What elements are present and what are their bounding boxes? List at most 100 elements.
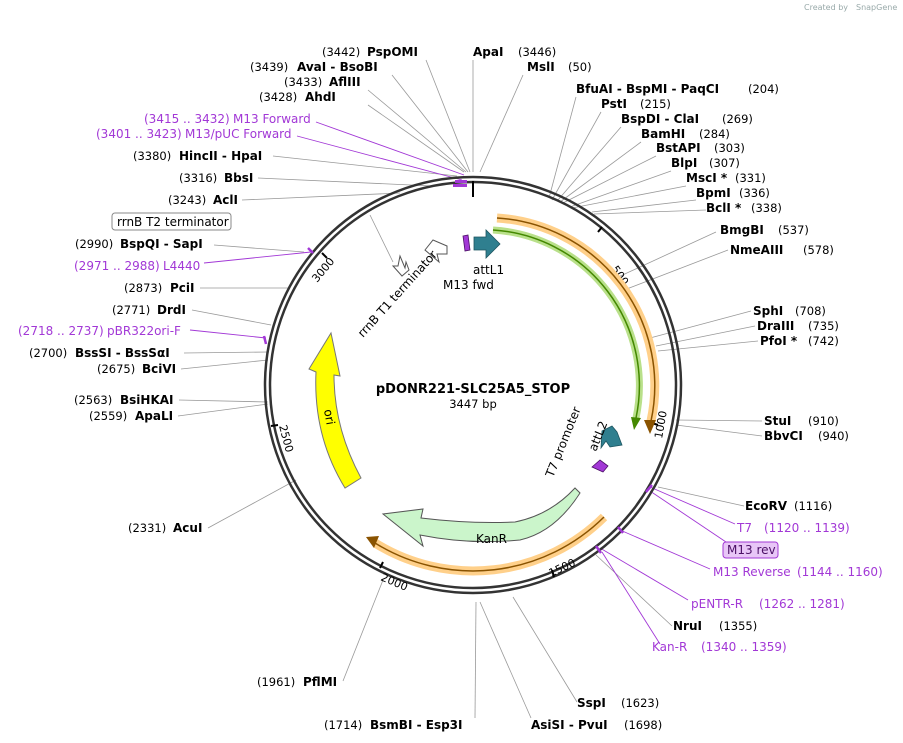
site-pos: (578)	[803, 243, 834, 257]
site-name: PflMI	[303, 675, 337, 689]
site-name: BmgBI	[720, 223, 764, 237]
primer-name: pENTR-R	[691, 597, 743, 611]
site-pos: (1698)	[624, 718, 662, 732]
site-pos: (204)	[748, 82, 779, 96]
rrnb-t2-terminator-label: rrnB T2 terminator	[117, 215, 229, 229]
site-pos: (3442)	[322, 45, 360, 59]
site-pos: (742)	[808, 334, 839, 348]
site-name: PciI	[170, 281, 195, 295]
tick-marks	[270, 226, 659, 578]
primer-range: (1144 .. 1160)	[797, 565, 883, 579]
site-name: MslI	[527, 60, 555, 74]
primer-range: (1340 .. 1359)	[701, 640, 787, 654]
site-pos: (910)	[808, 414, 839, 428]
site-name: AvaI - BsoBI	[297, 60, 378, 74]
site-pos: (1355)	[719, 619, 757, 633]
site-name: BpmI	[696, 186, 731, 200]
primer-name: Kan-R	[652, 640, 687, 654]
site-name: BciVI	[142, 362, 176, 376]
site-name: BsiHKAI	[120, 393, 174, 407]
primer-lines	[189, 121, 736, 645]
site-pos: (1623)	[621, 696, 659, 710]
site-pos: (3446)	[518, 45, 556, 59]
site-name: BsmBI - Esp3I	[370, 718, 462, 732]
site-pos: (336)	[739, 186, 770, 200]
site-pos: (284)	[699, 127, 730, 141]
site-name: BfuAI - BspMI - PaqCI	[576, 82, 719, 96]
site-name: BlpI	[671, 156, 697, 170]
site-pos: (3428)	[259, 90, 297, 104]
site-name: PspOMI	[367, 45, 418, 59]
site-pos: (735)	[808, 319, 839, 333]
site-name: MscI *	[686, 171, 728, 185]
site-name: DraIII	[757, 319, 794, 333]
attl1-label: attL1	[473, 263, 504, 277]
credit-brand: SnapGene	[856, 3, 897, 12]
primer-name: M13 Reverse	[713, 565, 791, 579]
site-name: SspI	[577, 696, 606, 710]
site-name: SphI	[753, 304, 783, 318]
primer-name: pBR322ori-F	[107, 324, 181, 338]
tick-label-1000: 1000	[652, 410, 670, 440]
primer-range: (1262 .. 1281)	[759, 597, 845, 611]
primer-name: T7	[736, 521, 752, 535]
site-pos: (940)	[818, 429, 849, 443]
tick-label-2500: 2500	[276, 423, 296, 453]
site-pos: (2331)	[128, 521, 166, 535]
site-pos: (269)	[722, 112, 753, 126]
site-pos: (303)	[714, 141, 745, 155]
site-pos: (708)	[795, 304, 826, 318]
leader-lines	[177, 59, 763, 719]
ori-label: ori	[321, 408, 337, 426]
site-pos: (50)	[568, 60, 592, 74]
rrnb-t1-terminator-label: rrnB T1 terminator	[355, 248, 440, 340]
site-name: HincII - HpaI	[179, 149, 262, 163]
site-pos: (2700)	[29, 346, 67, 360]
site-pos: (2559)	[89, 409, 127, 423]
right-sites: ApaI (3446) MslI (50) BfuAI - BspMI - Pa…	[473, 45, 849, 732]
primer-name: M13 rev	[727, 543, 776, 557]
primer-labels: (3415 .. 3432) M13 Forward (3401 .. 3423…	[18, 112, 883, 654]
site-name: BclI *	[706, 201, 742, 215]
site-name: AcuI	[173, 521, 202, 535]
site-pos: (1961)	[257, 675, 295, 689]
site-pos: (1714)	[324, 718, 362, 732]
tick-label-2000: 2000	[379, 571, 410, 594]
site-name: StuI	[764, 414, 791, 428]
site-name: BspQI - SapI	[120, 237, 203, 251]
site-name: BspDI - ClaI	[621, 112, 699, 126]
site-name: AflIII	[329, 75, 361, 89]
site-name: DrdI	[157, 303, 186, 317]
site-pos: (3380)	[133, 149, 171, 163]
site-pos: (331)	[735, 171, 766, 185]
site-name: BbvCI	[764, 429, 803, 443]
primer-name: L4440	[163, 259, 200, 273]
credit-prefix: Created by	[804, 3, 848, 12]
site-pos: (1116)	[794, 499, 832, 513]
site-name: PfoI *	[760, 334, 798, 348]
plasmid-name: pDONR221-SLC25A5_STOP	[376, 382, 570, 397]
primer-range: (2718 .. 2737)	[18, 324, 104, 338]
site-name: AhdI	[305, 90, 336, 104]
site-name: ApaI	[473, 45, 503, 59]
site-pos: (3439)	[250, 60, 288, 74]
site-pos: (3243)	[168, 193, 206, 207]
site-name: ApaLI	[135, 409, 173, 423]
site-pos: (3316)	[179, 171, 217, 185]
primer-range: (3415 .. 3432)	[144, 112, 230, 126]
site-name: AsiSI - PvuI	[531, 718, 608, 732]
site-pos: (215)	[640, 97, 671, 111]
site-pos: (2675)	[97, 362, 135, 376]
site-name: PstI	[601, 97, 627, 111]
site-name: AclI	[213, 193, 238, 207]
tick-label-1500: 1500	[547, 556, 578, 580]
site-pos: (3433)	[284, 75, 322, 89]
site-name: NruI	[673, 619, 702, 633]
kanr-label: KanR	[476, 532, 507, 546]
site-pos: (338)	[751, 201, 782, 215]
primer-range: (3401 .. 3423)	[96, 127, 182, 141]
site-name: BssSI - BssSαI	[75, 346, 170, 360]
site-name: BbsI	[224, 171, 253, 185]
primer-range: (2971 .. 2988)	[74, 259, 160, 273]
